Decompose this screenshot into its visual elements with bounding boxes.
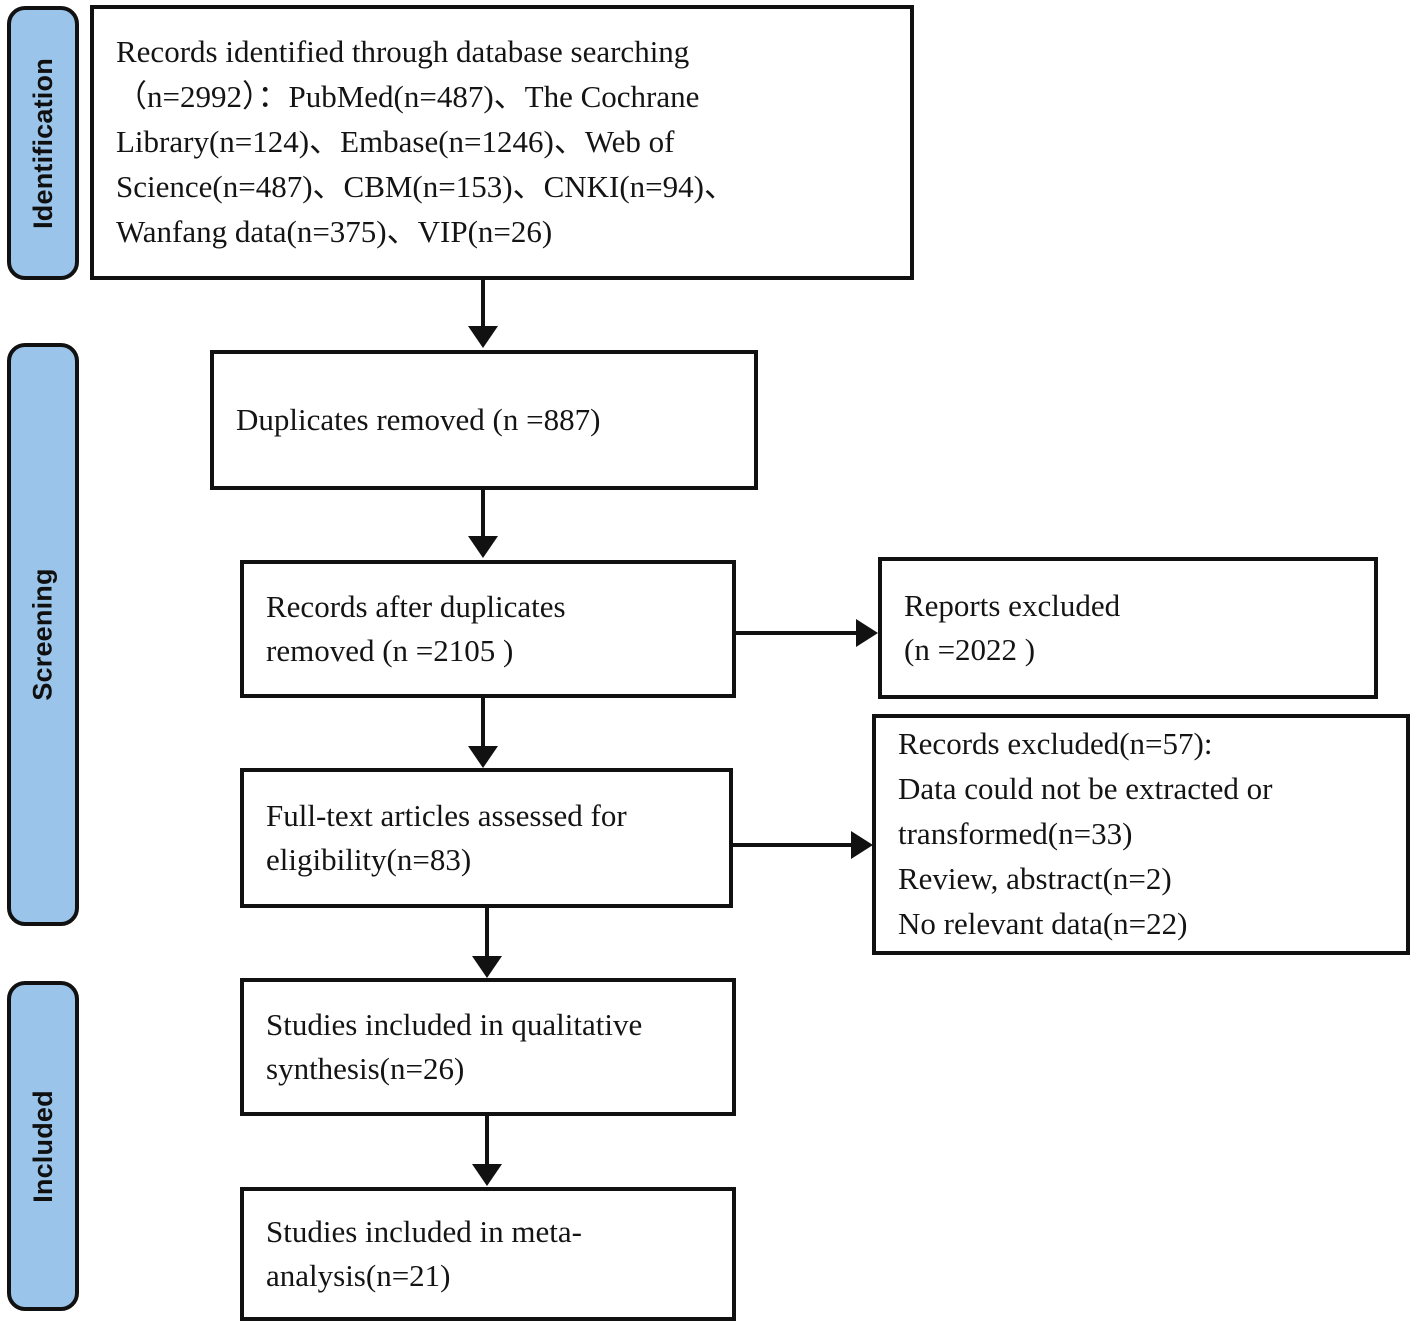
arrowhead-records-after-to-reports-excluded	[856, 619, 878, 647]
connector-fulltext-to-qualitative	[485, 908, 489, 956]
box-fulltext-assessed-text: Full-text articles assessed for eligibil…	[266, 797, 627, 877]
arrowhead-qualitative-to-meta	[472, 1164, 502, 1186]
arrowhead-fulltext-to-records-excluded	[851, 831, 873, 859]
arrowhead-fulltext-to-qualitative	[472, 956, 502, 978]
connector-qualitative-to-meta	[485, 1116, 489, 1164]
box-reports-excluded-text: Reports excluded (n =2022 )	[904, 587, 1121, 667]
box-duplicates-removed: Duplicates removed (n =887)	[210, 350, 758, 490]
arrowhead-identified-to-duplicates	[468, 326, 498, 348]
box-fulltext-assessed: Full-text articles assessed for eligibil…	[240, 768, 733, 908]
box-records-after-duplicates-text: Records after duplicates removed (n =210…	[266, 588, 566, 668]
arrowhead-duplicates-to-records-after	[468, 536, 498, 558]
box-qualitative-synthesis: Studies included in qualitative synthesi…	[240, 978, 736, 1116]
box-records-excluded: Records excluded(n=57): Data could not b…	[872, 714, 1410, 955]
connector-identified-to-duplicates	[481, 280, 485, 328]
box-reports-excluded: Reports excluded (n =2022 )	[878, 557, 1378, 699]
connector-records-after-to-fulltext	[481, 698, 485, 746]
phase-bar-included: Included	[7, 981, 79, 1311]
box-records-excluded-text: Records excluded(n=57): Data could not b…	[898, 726, 1273, 941]
box-records-after-duplicates: Records after duplicates removed (n =210…	[240, 560, 736, 698]
box-records-identified-text: Records identified through database sear…	[116, 34, 735, 249]
box-qualitative-synthesis-text: Studies included in qualitative synthesi…	[266, 1006, 643, 1086]
phase-bar-identification: Identification	[7, 6, 79, 280]
box-meta-analysis-text: Studies included in meta- analysis(n=21)	[266, 1213, 582, 1293]
box-records-identified: Records identified through database sear…	[90, 5, 914, 280]
phase-label-included: Included	[27, 1089, 58, 1203]
box-meta-analysis: Studies included in meta- analysis(n=21)	[240, 1187, 736, 1321]
connector-duplicates-to-records-after	[481, 490, 485, 536]
arrowhead-records-after-to-fulltext	[468, 746, 498, 768]
connector-fulltext-to-records-excluded	[733, 843, 853, 847]
connector-records-after-to-reports-excluded	[736, 631, 858, 635]
phase-label-screening: Screening	[27, 568, 58, 701]
box-duplicates-removed-text: Duplicates removed (n =887)	[236, 401, 601, 437]
phase-bar-screening: Screening	[7, 343, 79, 926]
phase-label-identification: Identification	[27, 57, 58, 229]
